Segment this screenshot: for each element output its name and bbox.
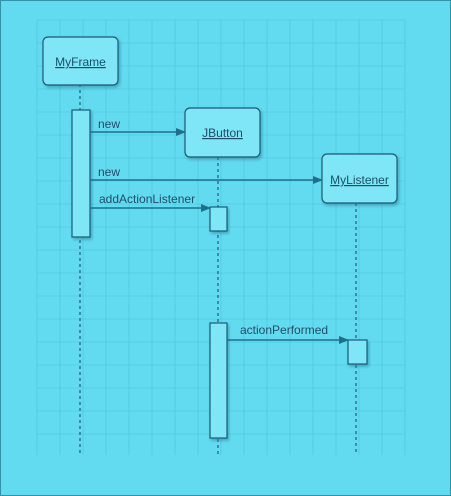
message-new-jbutton: new xyxy=(90,117,186,136)
activation-bar-mylistener xyxy=(347,339,368,365)
object-label-myframe: MyFrame xyxy=(55,55,106,69)
message-label-new-jbutton: new xyxy=(98,117,120,131)
object-label-jbutton: JButton xyxy=(202,126,243,140)
message-label-new-mylistener: new xyxy=(98,165,120,179)
activation-bar-jbutton-add xyxy=(209,206,228,232)
message-add-action-listener: addActionListener xyxy=(90,192,211,212)
message-action-performed: actionPerformed xyxy=(227,323,349,344)
object-box-jbutton: JButton xyxy=(184,107,261,158)
activation-bar-jbutton-event xyxy=(209,322,228,439)
activation-bar-myframe xyxy=(71,109,91,238)
object-box-mylistener: MyListener xyxy=(321,153,398,204)
message-label-action-performed: actionPerformed xyxy=(240,323,328,337)
object-box-myframe: MyFrame xyxy=(42,36,119,86)
message-new-mylistener: new xyxy=(90,165,323,184)
object-label-mylistener: MyListener xyxy=(330,173,389,187)
message-label-add-action-listener: addActionListener xyxy=(99,192,195,206)
